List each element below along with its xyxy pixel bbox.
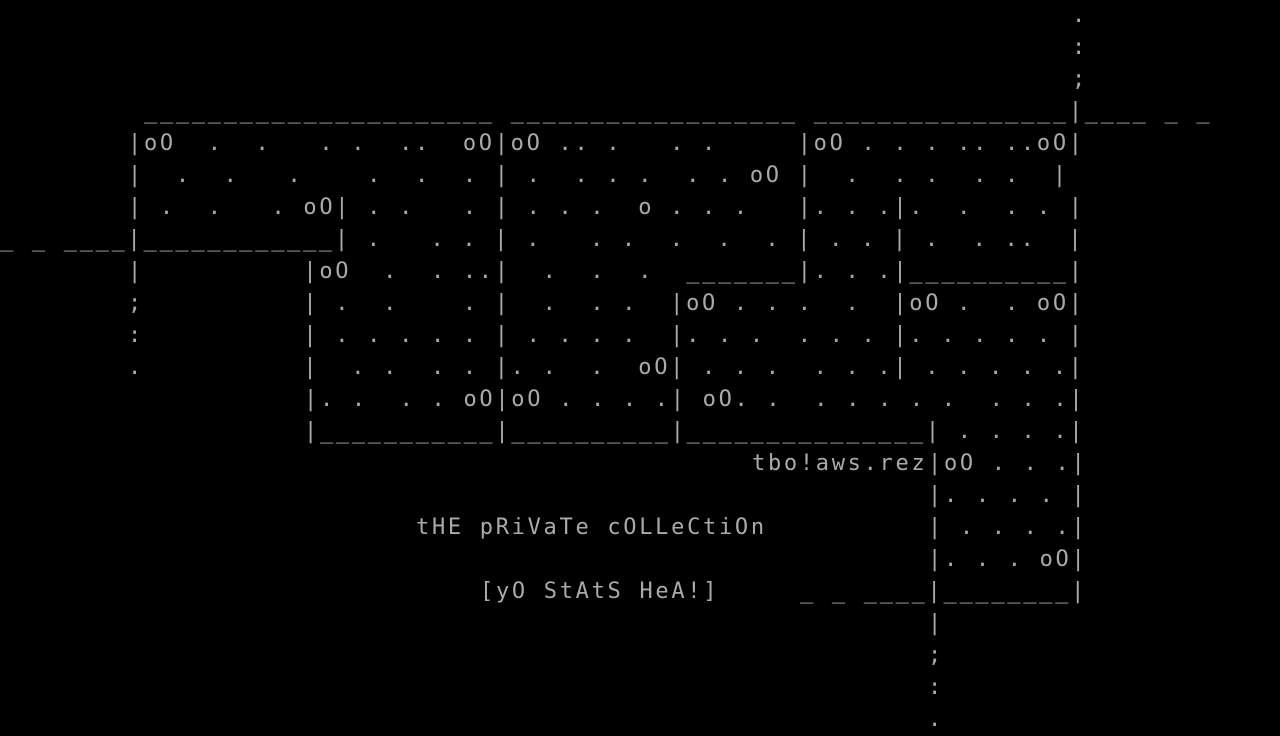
ascii-art-row: | . . . oO| . . . | . . . o . . . |. . .… [128,195,1085,220]
ascii-art-row: |oO . . . . .. oO|oO .. . . . |oO . . . … [128,131,1085,156]
ascii-art-row: |oO . . .| [928,451,1088,476]
ascii-art-row: . | . . . . |. . . oO| . . . . . .| . . … [128,355,1085,380]
ascii-art-row: : [928,675,944,700]
ascii-art-row: | . . . . . . | . . . . . . oO | . . . .… [128,163,1069,188]
board-tagline: [yO StAtS HeA!] [480,579,720,604]
ascii-art-row: _ _ ____|________| [800,579,1088,604]
artist-handle: tbo!aws.rez [752,451,928,476]
ascii-art-row: | . . . .| [928,515,1088,540]
ascii-art-row: | [928,611,944,636]
board-title: tHE pRiVaTe cOLLeCtiOn [416,515,767,540]
ascii-art-row: . [1072,3,1088,28]
ascii-art-row: |. . . . | [928,483,1088,508]
ascii-art-row: | |oO . . ..| . . . _______|. . .|______… [128,259,1085,284]
ascii-art-row: ______________________ _________________… [144,99,1213,124]
ascii-art-row: : | . . . . . | . . . . |. . . . . . |. … [128,323,1085,348]
ascii-art-row: |. . . . oO|oO . . . .| oO. . . . . . . … [304,387,1086,412]
ascii-art-row: . [928,707,944,732]
ascii-art-row: _ _ ____|____________| . . . | . . . . .… [0,227,1085,252]
ascii-art-row: : [1072,35,1088,60]
ascii-art-row: |. . . oO| [928,547,1088,572]
ascii-art-row: ; [1072,67,1088,92]
ascii-art-row: ; [928,643,944,668]
ascii-art-row: ; | . . . | . . . |oO . . . . |oO . . oO… [128,291,1085,316]
ascii-art-row: |___________|__________|_______________|… [304,419,1086,444]
